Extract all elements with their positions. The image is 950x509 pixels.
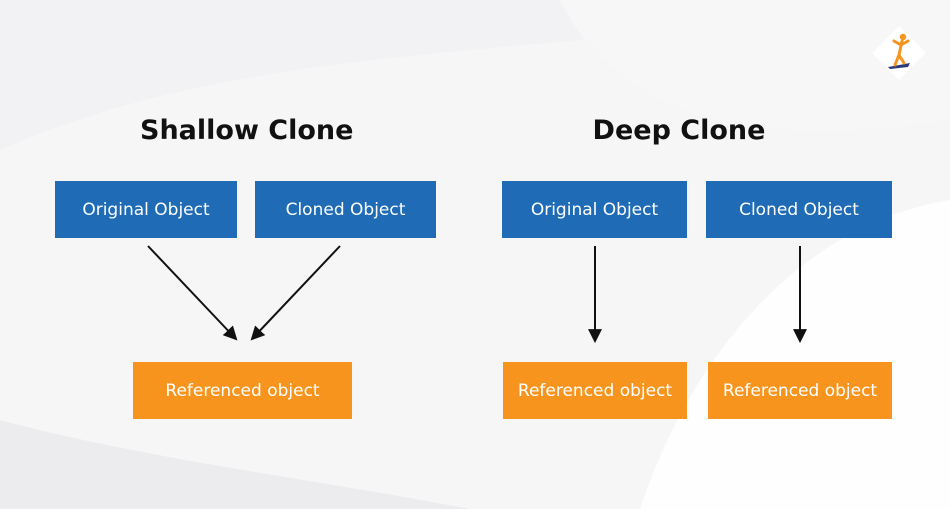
shallow-cloned-object-box: Cloned Object: [255, 181, 436, 238]
deep-clone-title: Deep Clone: [592, 115, 766, 146]
deep-referenced-object-left-box: Referenced object: [503, 362, 687, 419]
deep-referenced-object-right-box: Referenced object: [708, 362, 892, 419]
person-jumping-logo-icon: [872, 26, 926, 80]
shallow-original-to-referenced-arrow: [147, 245, 238, 341]
shallow-original-object-box: Original Object: [55, 181, 237, 238]
deep-cloned-object-box: Cloned Object: [706, 181, 892, 238]
brand-logo: [868, 22, 930, 84]
shallow-clone-title: Shallow Clone: [140, 115, 354, 146]
deep-original-object-box: Original Object: [502, 181, 687, 238]
shallow-referenced-object-box: Referenced object: [133, 362, 352, 419]
shallow-cloned-to-referenced-arrow: [250, 245, 341, 341]
